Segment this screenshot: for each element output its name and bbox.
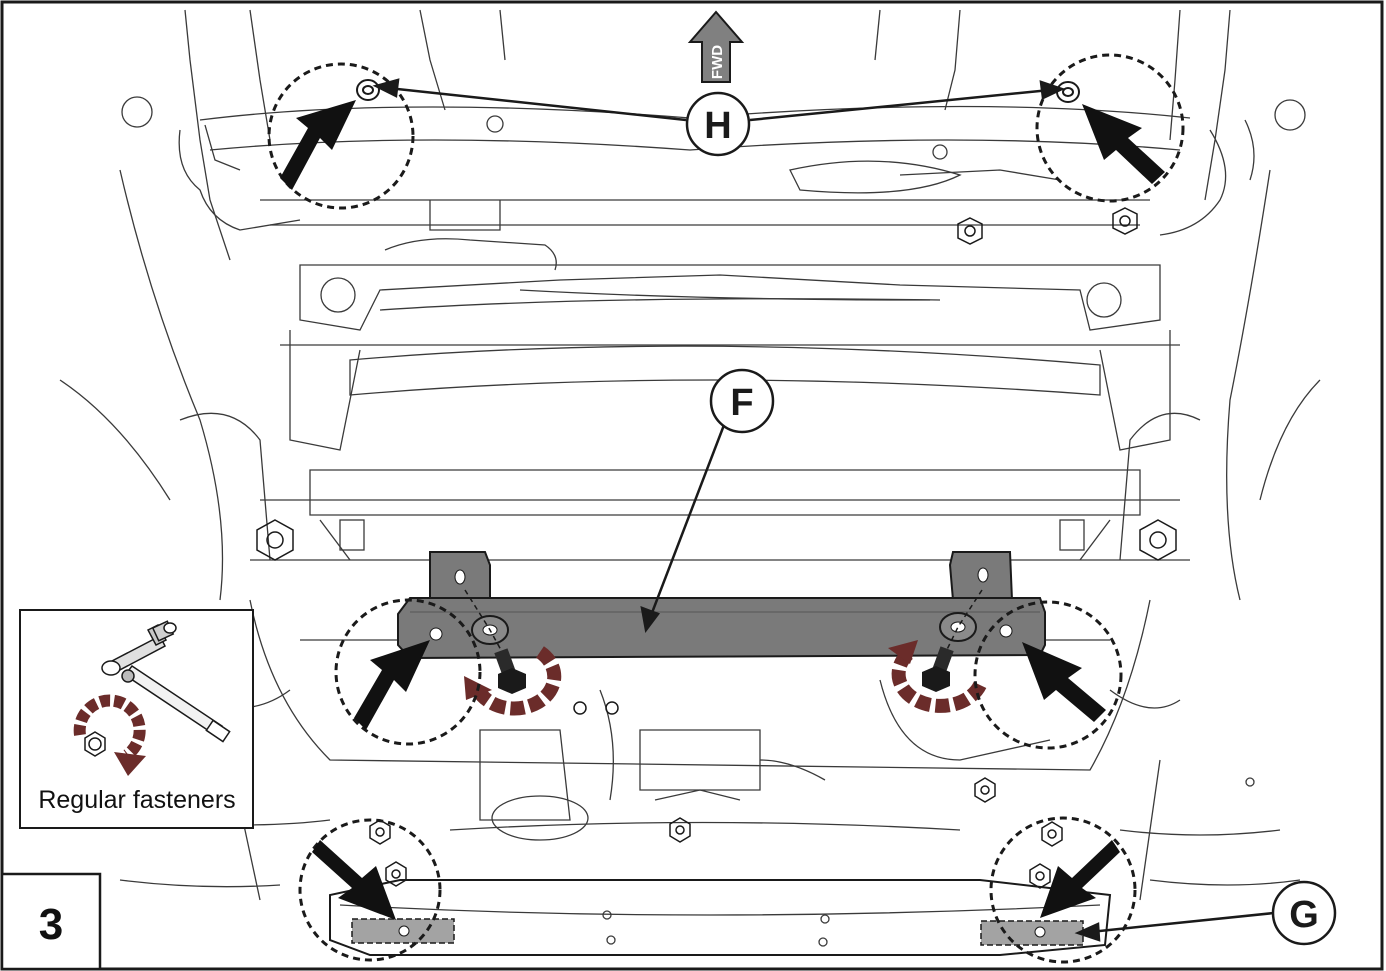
mount-sleeves-h bbox=[356, 79, 1080, 103]
pointer-arrow-g-right bbox=[1040, 840, 1120, 918]
pointer-arrow-h-right bbox=[1082, 104, 1165, 184]
highlight-circle-g-right bbox=[989, 816, 1137, 964]
svg-text:FWD: FWD bbox=[709, 45, 726, 79]
highlight-circle-f-right bbox=[973, 600, 1123, 750]
bolt-left bbox=[494, 648, 526, 694]
pointer-arrows bbox=[280, 100, 1165, 920]
pointer-arrow-g-left bbox=[312, 840, 396, 920]
pointer-arrow-f-right bbox=[1022, 642, 1106, 722]
forward-direction-arrow: FWD bbox=[687, 10, 745, 83]
inset-caption: Regular fasteners bbox=[38, 786, 235, 814]
highlight-circle-f-left bbox=[334, 598, 482, 746]
fastener-inset: Regular fasteners bbox=[19, 609, 254, 829]
callout-f: F bbox=[709, 368, 775, 434]
pointer-arrow-h-left bbox=[280, 100, 356, 190]
vehicle-underbody-line-art bbox=[59, 9, 1321, 956]
pointer-arrow-f-left bbox=[354, 640, 430, 730]
step-number: 3 bbox=[39, 900, 63, 949]
highlight-circle-g-left bbox=[298, 818, 442, 962]
svg-text:G: G bbox=[1289, 894, 1319, 936]
tighten-rotation-arrow-right bbox=[888, 640, 987, 713]
clockwise-rotation-icon bbox=[73, 694, 146, 776]
callout-g: G bbox=[1271, 880, 1337, 946]
svg-text:F: F bbox=[730, 382, 753, 424]
underbody-bolts bbox=[256, 207, 1177, 889]
leader-lines bbox=[372, 78, 1275, 942]
ratchet-wrench-icon bbox=[101, 620, 231, 743]
highlight-circle-h-left bbox=[267, 62, 415, 210]
step-number-box: 3 bbox=[0, 872, 102, 971]
highlight-circle-h-right bbox=[1035, 53, 1185, 203]
bolt-right bbox=[922, 646, 954, 692]
highlight-circles bbox=[267, 53, 1185, 964]
callout-h: H bbox=[685, 91, 751, 157]
shaded-mount-area-right bbox=[980, 920, 1084, 946]
svg-text:H: H bbox=[704, 105, 731, 147]
